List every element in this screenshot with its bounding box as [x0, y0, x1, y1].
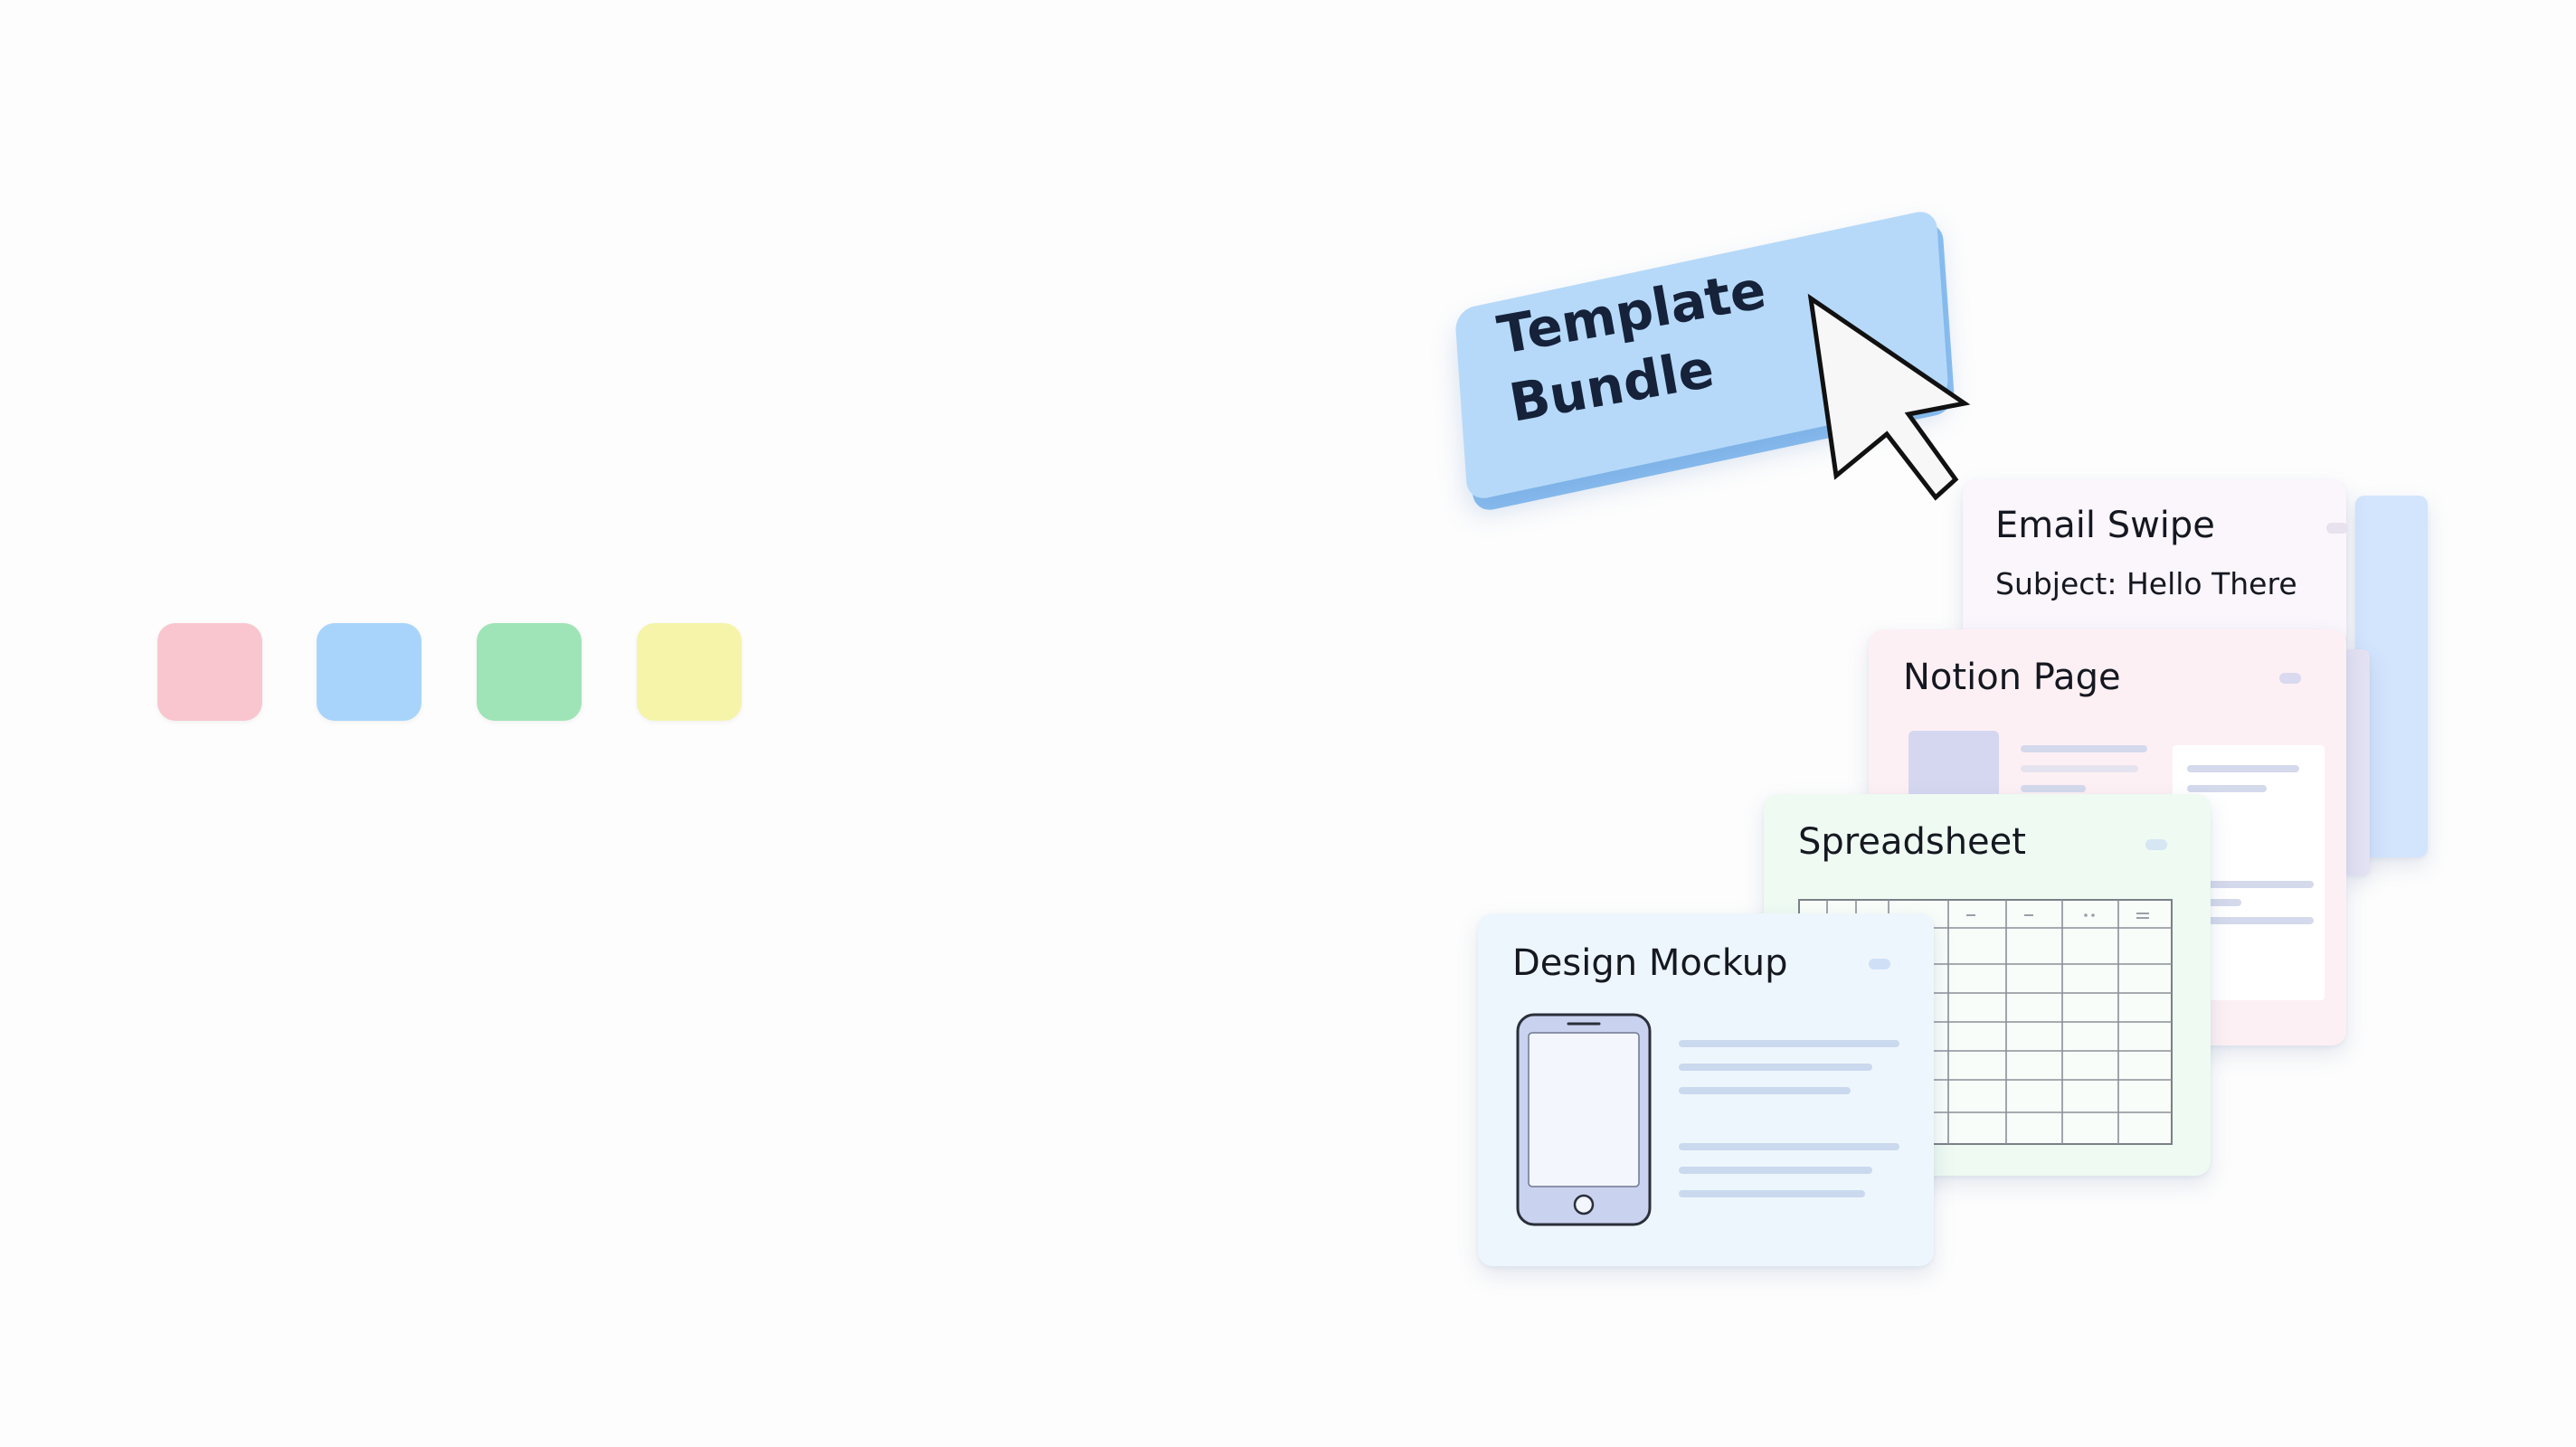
notion-text-line: [2021, 765, 2138, 772]
design-mockup-title: Design Mockup: [1512, 942, 1788, 984]
notion-card-menu-pill: [2279, 673, 2301, 684]
design-mockup-card[interactable]: Design Mockup: [1478, 913, 1934, 1266]
notion-inner-line: [2187, 785, 2267, 792]
notion-inner-line: [2187, 881, 2314, 888]
email-swipe-card[interactable]: Email Swipe Subject: Hello There: [1963, 479, 2348, 651]
email-swipe-title: Email Swipe: [1995, 505, 2215, 546]
design-text-line: [1679, 1064, 1872, 1071]
spreadsheet-title: Spreadsheet: [1798, 821, 2026, 863]
cursor-arrow-icon: [1807, 293, 1971, 501]
design-card-menu-pill: [1869, 959, 1890, 969]
notion-page-title: Notion Page: [1903, 657, 2121, 698]
notion-thumbnail: [1908, 731, 1999, 803]
notion-inner-line: [2187, 899, 2241, 906]
phone-mockup-icon: [1516, 1013, 1652, 1226]
notion-inner-line: [2187, 765, 2299, 772]
design-text-line: [1679, 1167, 1872, 1174]
notion-text-line: [2021, 745, 2147, 752]
design-text-line: [1679, 1190, 1865, 1197]
design-text-line: [1679, 1087, 1851, 1094]
design-text-line: [1679, 1040, 1899, 1047]
swatch-pink: [157, 623, 262, 721]
email-card-menu-pill: [2326, 523, 2348, 534]
email-subject-line: Subject: Hello There: [1995, 566, 2297, 601]
notion-inner-line: [2187, 917, 2314, 924]
notion-card-back-panel: [2343, 649, 2370, 875]
notion-text-line: [2021, 785, 2086, 792]
spreadsheet-card-menu-pill: [2145, 839, 2167, 850]
swatch-blue: [317, 623, 421, 721]
swatch-green: [477, 623, 582, 721]
swatch-yellow: [637, 623, 742, 721]
design-text-line: [1679, 1143, 1899, 1150]
